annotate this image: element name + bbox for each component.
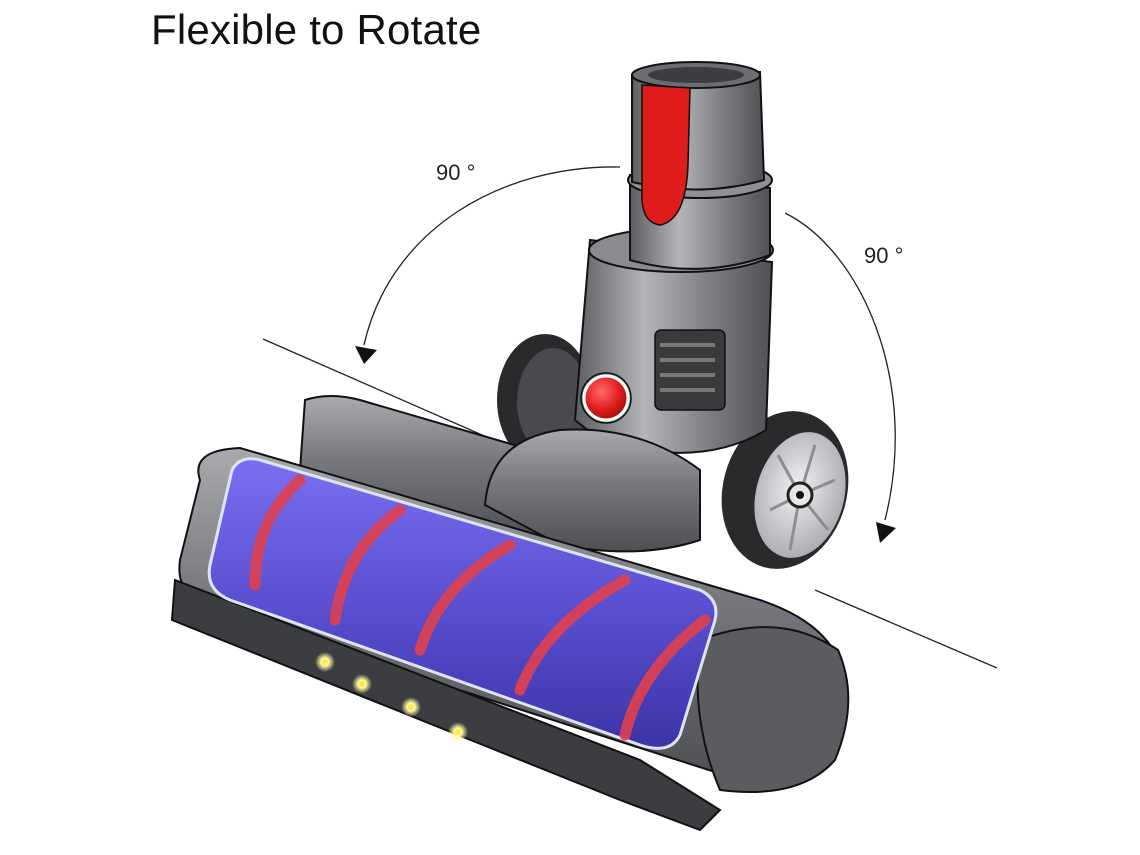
rotate-left-arrow: [355, 166, 621, 364]
brush-roller: [207, 457, 718, 750]
swivel-neck: [573, 61, 774, 454]
rotate-right-arrow: [784, 212, 896, 543]
left-angle-label: 90 °: [436, 160, 476, 185]
right-wheel: [721, 411, 849, 569]
title-text: Flexible to Rotate: [151, 6, 482, 53]
right-angle-label: 90 °: [864, 243, 904, 268]
led-lights: [315, 652, 468, 742]
floor-angle-line: [262, 338, 998, 669]
